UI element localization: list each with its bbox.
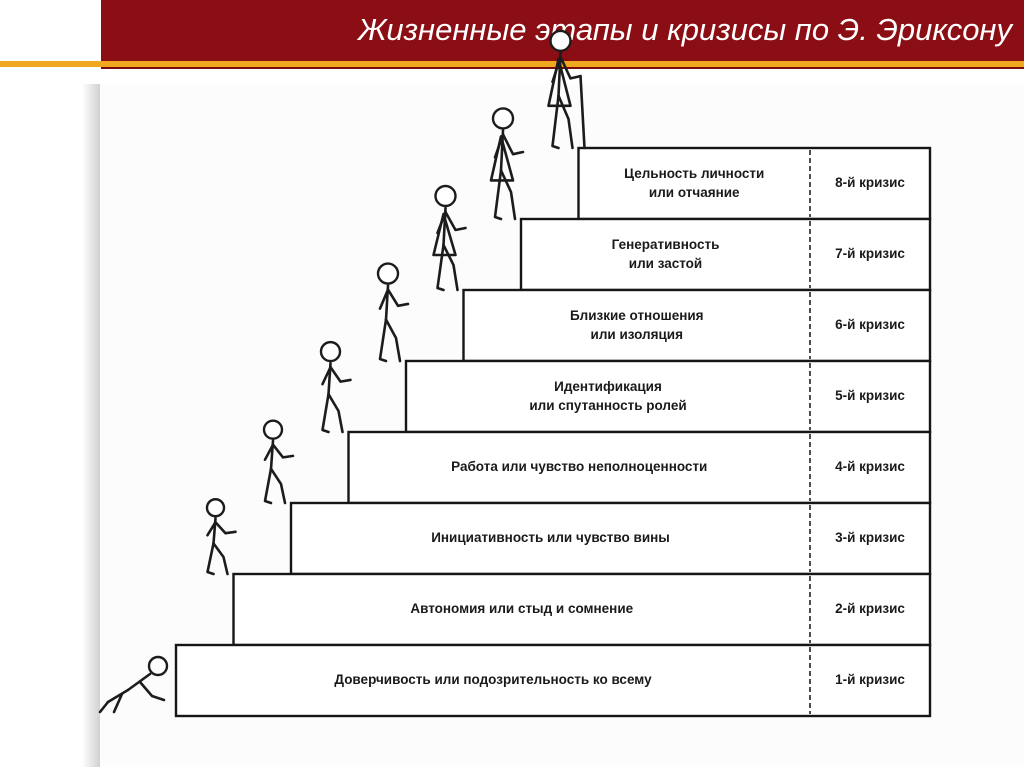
stage-step-4	[347, 430, 932, 505]
stage-label-3: Инициативность или чувство вины	[291, 528, 810, 547]
stage-label-1: Доверчивость или подозрительность ко все…	[176, 670, 810, 689]
teenager-icon	[376, 262, 410, 363]
stage-label-line: Работа или чувство неполноценности	[451, 459, 708, 474]
crisis-label-4: 4-й кризис	[835, 458, 905, 474]
stage-label-7: Генеративность или застой	[521, 235, 810, 273]
crisis-label-6: 6-й кризис	[835, 316, 905, 332]
stage-label-line: Автономия или стыд и сомнение	[410, 601, 634, 616]
stage-label-line: или спутанность ролей	[529, 397, 687, 413]
adult-woman-icon	[489, 107, 525, 221]
slide-title: Жизненные этапы и кризисы по Э. Эриксону	[357, 12, 1012, 47]
stage-label-8: Цельность личности или отчаяние	[579, 164, 811, 202]
stage-label-5: Идентификация или спутанность ролей	[406, 377, 810, 415]
stage-label-line: или изоляция	[590, 326, 683, 342]
crisis-label-1: 1-й кризис	[835, 671, 905, 687]
crisis-label-2: 2-й кризис	[835, 600, 905, 616]
schoolchild-icon	[319, 340, 352, 434]
figures-layer	[98, 29, 586, 714]
crisis-label-3: 3-й кризис	[835, 529, 905, 545]
stage-label-line: Близкие отношения	[569, 307, 704, 323]
stage-step-2	[232, 572, 932, 647]
elderly-woman-with-cane-icon	[547, 29, 586, 150]
stage-label-line: или застой	[628, 255, 703, 271]
stage-step-1	[174, 643, 932, 718]
header-accent-rule	[0, 61, 1024, 67]
stage-step-3	[289, 501, 932, 576]
toddler-icon	[205, 498, 237, 576]
crisis-label-7: 7-й кризис	[835, 245, 905, 261]
stage-label-4: Работа или чувство неполноценности	[349, 457, 811, 476]
stage-label-line: или отчаяние	[648, 184, 740, 200]
stage-step-6	[462, 288, 932, 363]
stage-step-8	[577, 146, 932, 221]
crisis-label-8: 8-й кризис	[835, 174, 905, 190]
stage-step-7	[519, 217, 932, 292]
crawling-baby-icon	[98, 655, 169, 714]
stage-label-2: Автономия или стыд и сомнение	[234, 599, 811, 618]
stage-label-line: Генеративность	[611, 236, 720, 252]
stage-label-line: Доверчивость или подозрительность ко все…	[334, 672, 652, 687]
stage-label-6: Близкие отношения или изоляция	[464, 306, 811, 344]
stage-label-line: Идентификация	[554, 378, 662, 394]
stage-label-line: Цельность личности	[624, 165, 765, 181]
figure-shadow	[82, 84, 100, 767]
header-dark-rule	[101, 67, 1024, 69]
stage-label-line: Инициативность или чувство вины	[431, 530, 670, 545]
crisis-label-5: 5-й кризис	[835, 387, 905, 403]
young-woman-icon	[432, 184, 467, 292]
steps-layer	[174, 146, 932, 718]
child-climbing-icon	[262, 419, 295, 505]
